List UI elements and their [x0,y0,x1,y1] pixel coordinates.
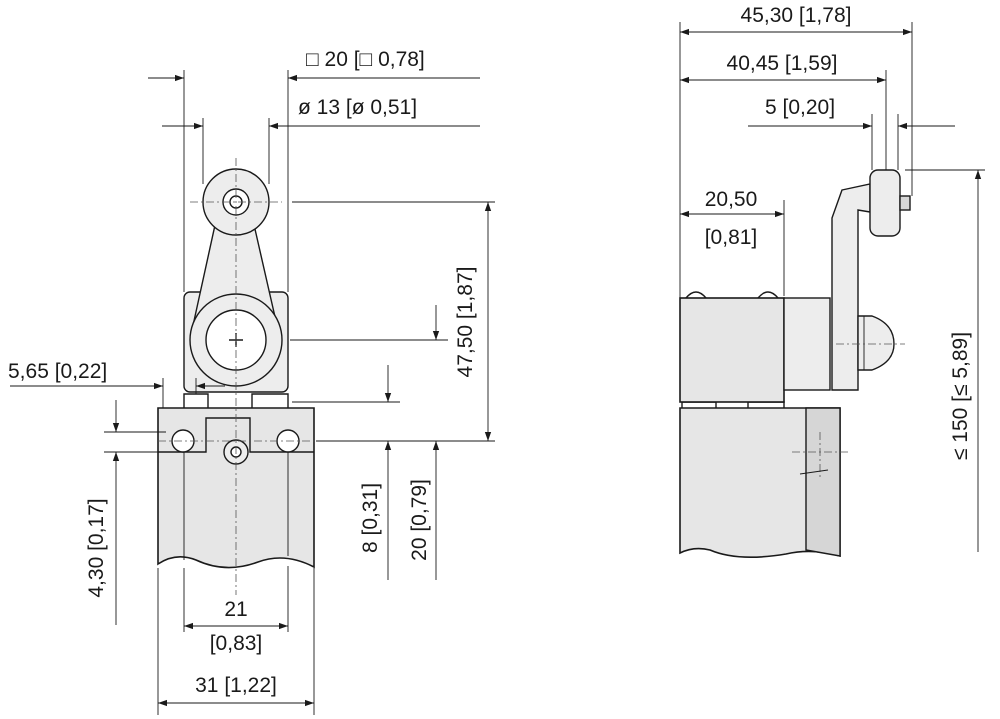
front-body-shoulder [158,417,314,453]
front-body-step-left [183,393,209,408]
front-extension-lines [104,70,495,715]
dim-head-depth-mm: 20,50 [705,188,758,211]
dim-roller-width: 5 [0,20] [765,96,835,119]
side-roller-axle [899,195,911,211]
side-body-mark [799,469,829,475]
front-switch-body [157,407,315,569]
dim-roller-depth: 40,45 [1,59] [727,52,838,75]
dim-width-21-mm: 21 [224,598,247,621]
dim-offset-left: 5,65 [0,22] [8,360,107,383]
side-actuator-housing [783,297,831,391]
side-dimension-lines [680,28,982,552]
side-head-bosses [685,291,779,299]
dim-square-width: □ 20 [□ 0,78] [306,48,425,71]
dim-body-width: 31 [1,22] [195,674,277,697]
front-view: □ 20 [□ 0,78] ø 13 [ø 0,51] 47,50 [1,87]… [8,48,495,715]
side-roller [869,169,901,237]
side-head-block [679,297,785,403]
dim-max-height: ≤ 150 [≤ 5,89] [949,332,972,460]
dim-lever-height: 47,50 [1,87] [454,267,477,378]
side-view: 45,30 [1,78] 40,45 [1,59] 5 [0,20] 20,50… [679,4,985,558]
dim-height-20: 20 [0,79] [408,479,431,561]
side-body-step-right [747,401,785,408]
dim-head-depth-in: [0,81] [705,226,758,249]
dim-overall-depth: 45,30 [1,78] [741,4,852,27]
side-body-shelf [805,407,841,557]
front-dimension-lines [10,74,492,707]
side-plunger [857,315,895,371]
dim-width-21-in: [0,83] [210,632,263,655]
dim-height-8: 8 [0,31] [359,483,382,553]
side-body-step-left [681,401,717,408]
dim-hole-spacing: 4,30 [0,17] [85,498,108,597]
dim-roller-diameter: ø 13 [ø 0,51] [298,96,417,119]
front-body-step-right [251,393,289,408]
